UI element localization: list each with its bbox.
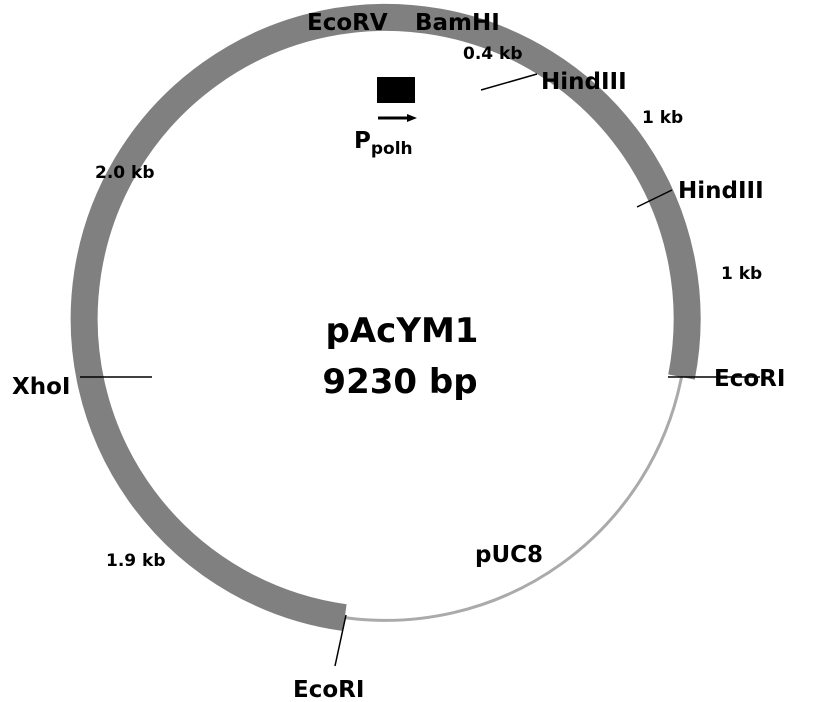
bamhi-label: BamHI	[415, 10, 500, 36]
promoter-arrowhead-icon	[407, 114, 417, 122]
promoter-subscript: polh	[371, 139, 413, 159]
xhoi-label: XhoI	[12, 374, 70, 400]
ecori-bottom-tick	[334, 614, 347, 667]
ecori-bottom-label: EcoRI	[293, 677, 364, 702]
promoter-block	[377, 77, 415, 103]
fragment-size-label: 0.4 kb	[463, 44, 523, 64]
hindiii-2-tick	[636, 189, 673, 208]
ecorv-label: EcoRV	[307, 10, 388, 36]
fragment-size-label: 2.0 kb	[95, 163, 155, 183]
viral-insert-arc	[70, 3, 701, 631]
hindiii-1-label: HindIII	[541, 69, 627, 95]
pUC8-label: pUC8	[475, 542, 543, 568]
hindiii-1-tick	[480, 73, 538, 91]
promoter-label: Ppolh	[354, 128, 413, 159]
fragment-size-label: 1 kb	[721, 264, 762, 284]
plasmid-size: 9230 bp	[322, 362, 477, 402]
plasmid-name: pAcYM1	[326, 311, 479, 351]
promoter-letter: P	[354, 128, 371, 154]
hindiii-2-label: HindIII	[678, 178, 764, 204]
vector-backbone-arc	[344, 376, 683, 622]
ecori-right-label: EcoRI	[714, 366, 785, 392]
fragment-size-label: 1 kb	[642, 108, 683, 128]
fragment-size-label: 1.9 kb	[106, 551, 166, 571]
